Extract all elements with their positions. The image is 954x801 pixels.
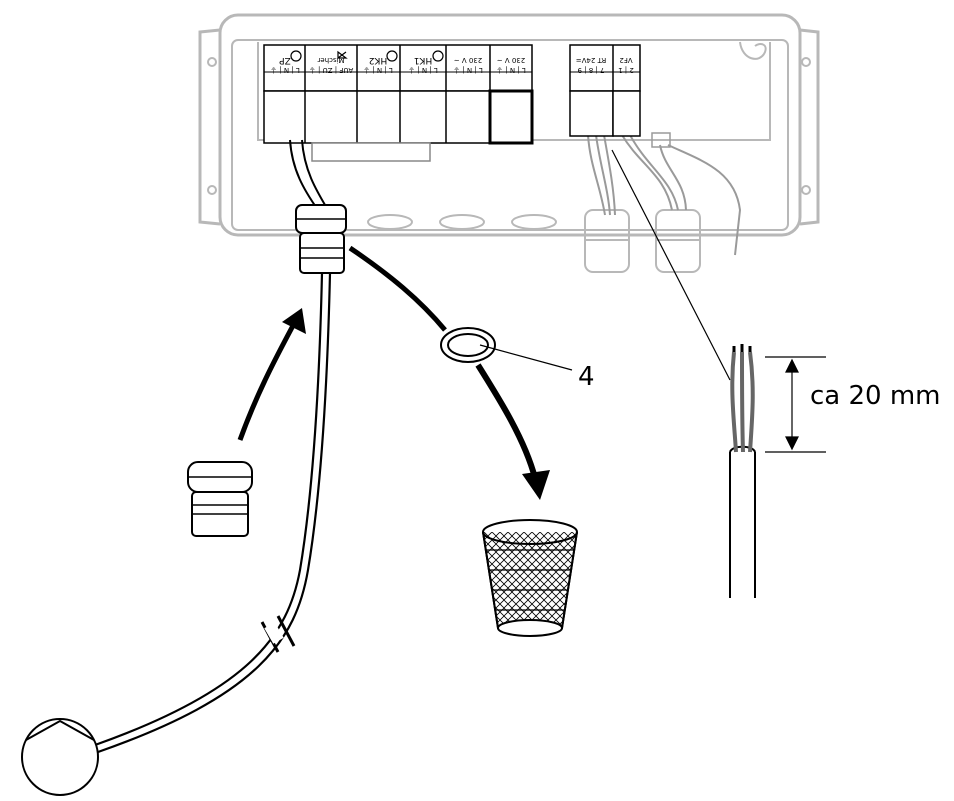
terminal-block-left: [263, 44, 533, 92]
terminal-label-rt: RT 24V=: [576, 56, 607, 64]
terminal-label-hk2: HK2: [369, 55, 387, 65]
sealing-washer-icon: [440, 327, 496, 363]
mixer-valve-icon: [337, 50, 348, 59]
terminal-pins-hk1: L | N | ⏚: [408, 66, 438, 74]
pump-symbol-zp-icon: [290, 50, 302, 62]
dimension-label: ca 20 mm: [810, 381, 941, 411]
pump-symbol-hk2-icon: [386, 50, 398, 62]
internal-wires: [587, 132, 742, 256]
terminal-pins-mains1: L | N | ⏚: [453, 66, 483, 74]
callout-number: 4: [578, 362, 595, 392]
cable-gland-mounted-icon: [295, 204, 347, 274]
terminal-label-mains1: 230 V ~: [454, 56, 483, 64]
pump-symbol-hk1-icon: [432, 50, 444, 62]
dimension-marker: [765, 356, 826, 453]
terminal-label-vf2: VF2: [619, 56, 632, 64]
discard-arrow: [475, 363, 538, 479]
controller-housing: [198, 13, 820, 273]
terminal-pins-mains2: L | N | ⏚: [496, 66, 526, 74]
remove-arrow-top: [348, 245, 447, 332]
terminal-pins-vf2: 2 | 1: [618, 66, 634, 74]
cable-gland-icon: [187, 461, 253, 537]
terminal-pins-mixer: AUF | ZU | ⏚: [309, 66, 353, 74]
terminal-bases: [263, 89, 641, 162]
terminal-pins-hk2: L | N | ⏚: [363, 66, 393, 74]
insert-arrow-head: [282, 308, 306, 334]
terminal-label-mixer: Mischer: [317, 56, 344, 64]
insert-arrow: [237, 318, 299, 441]
pump-symbol-icon: [21, 718, 99, 796]
discard-arrow-head: [522, 470, 550, 500]
callout-leader: [479, 344, 573, 371]
terminal-pins-rt: 7 | 8 | 9: [578, 66, 605, 74]
terminal-label-zp: ZP: [279, 55, 291, 65]
cable-break-gap: [264, 622, 284, 644]
terminal-pins-zp: L | N | ⏚: [270, 66, 300, 74]
terminal-label-mains2: 230 V ~: [497, 56, 526, 64]
detail-leader: [611, 149, 731, 381]
stripped-cable-detail: [729, 344, 756, 598]
waste-basket-icon: [482, 519, 578, 637]
terminal-label-hk1: HK1: [414, 55, 432, 65]
